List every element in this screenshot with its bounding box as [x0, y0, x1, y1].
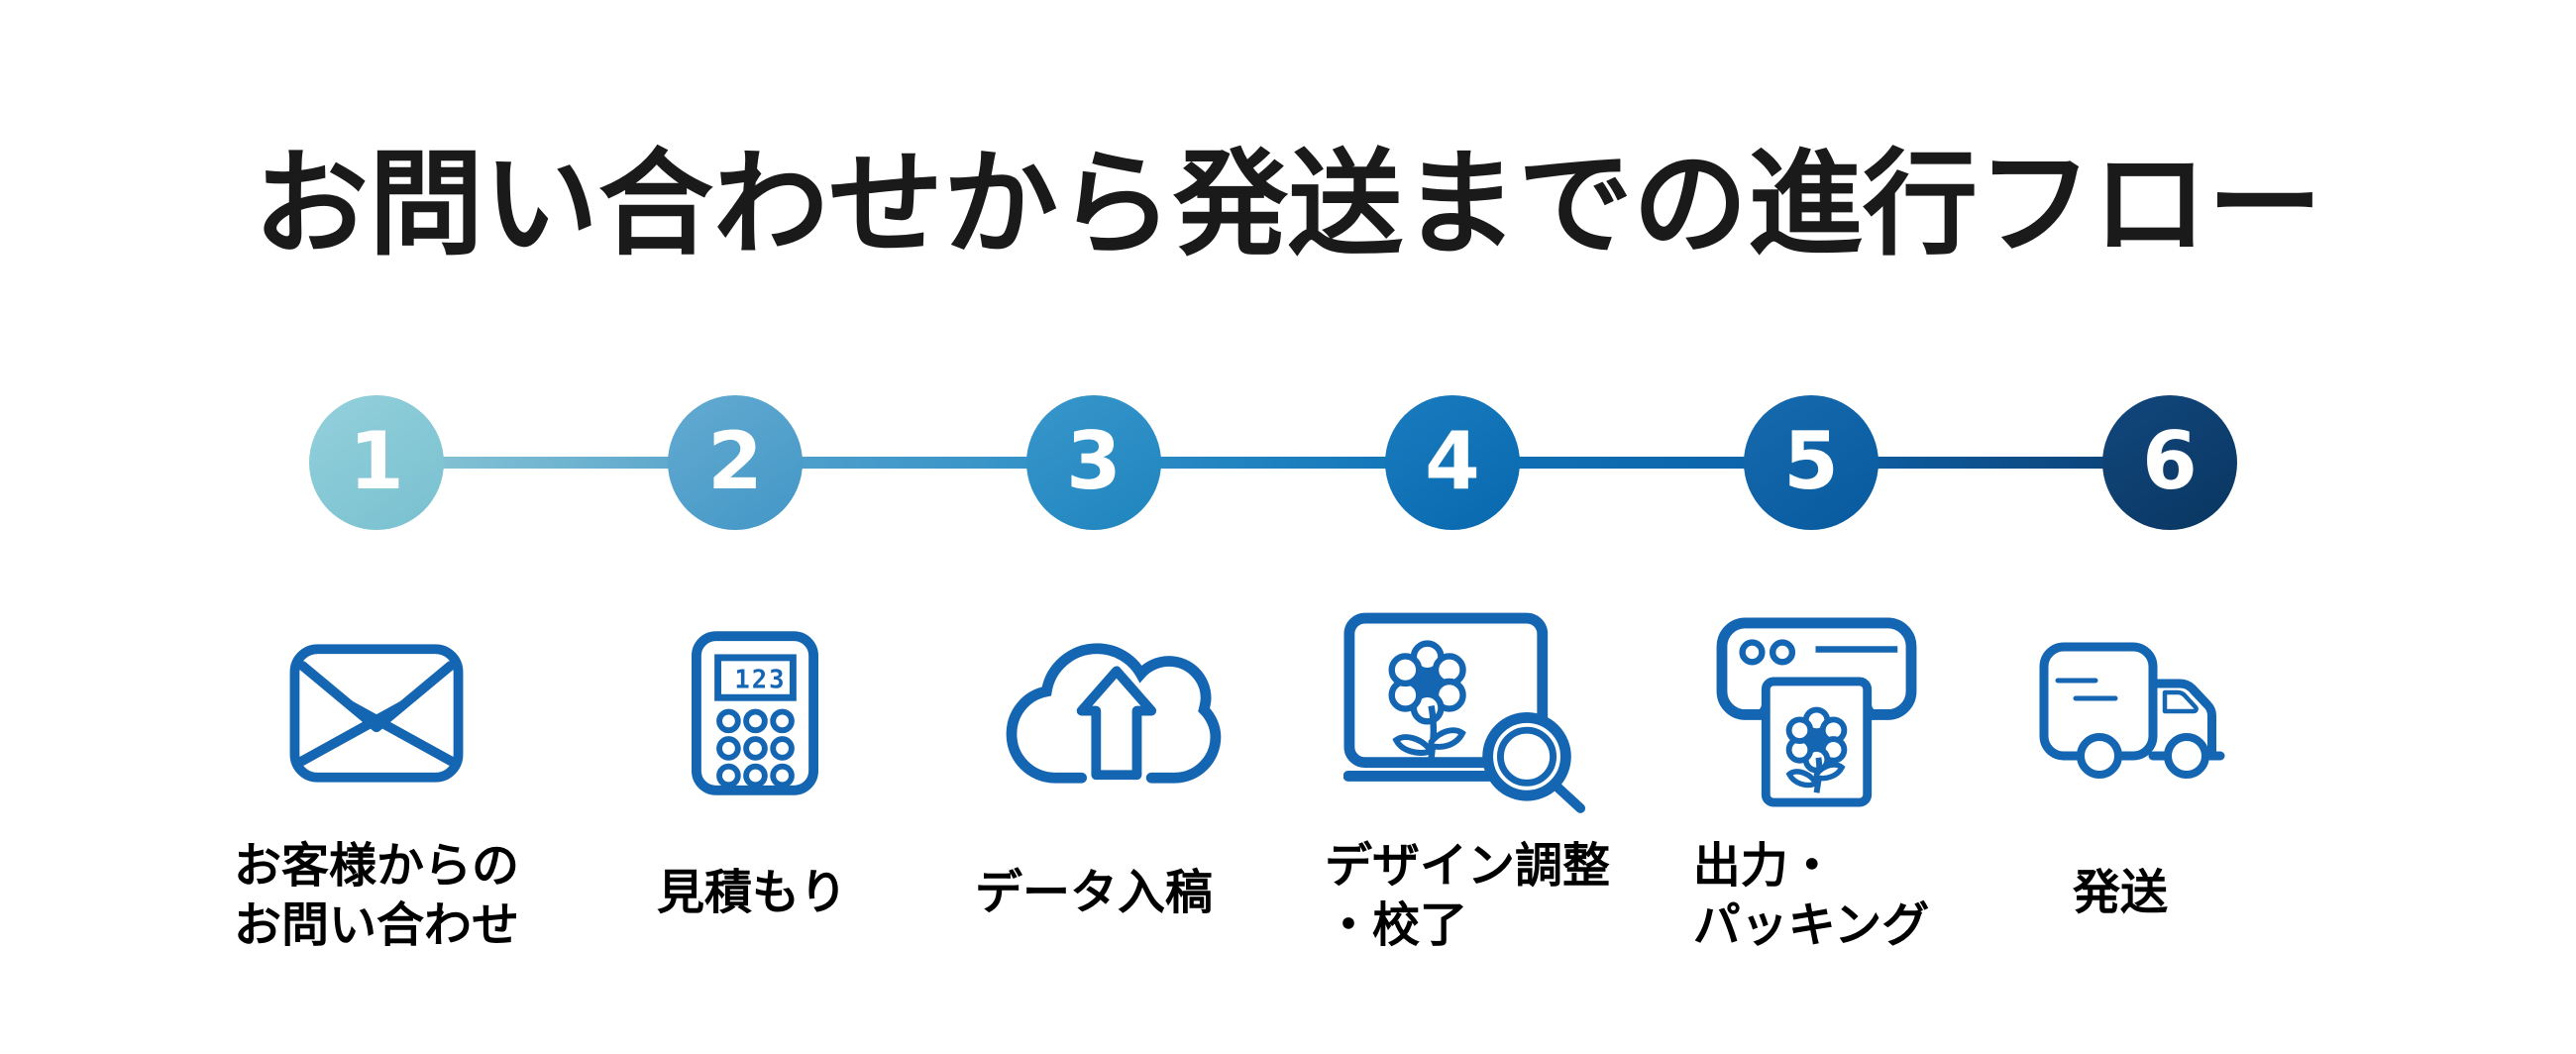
step-1-label-line2: お問い合わせ: [233, 899, 519, 952]
process-flow: 1 お客様からのお問い合わせ 2: [197, 395, 2349, 1054]
flow-step-1: 1 お客様からのお問い合わせ: [197, 395, 556, 1054]
design-check-icon: [1343, 612, 1586, 813]
flow-step-2: 2 123 見積もり: [556, 395, 914, 1054]
step-2-circle: 2: [668, 395, 803, 530]
step-3-icon-wrap: [914, 611, 1273, 814]
envelope-icon: [289, 643, 464, 783]
step-6-icon-wrap: [1990, 611, 2349, 814]
step-3-label: データ入稿: [914, 837, 1273, 923]
cloud-upload-icon: [1006, 642, 1222, 784]
truck-icon: [2039, 642, 2225, 779]
step-1-icon-wrap: [197, 611, 556, 814]
step-1-circle: 1: [309, 395, 444, 530]
step-3-number: 3: [1066, 414, 1122, 507]
step-4-number: 4: [1425, 414, 1480, 507]
step-5-label-line2: パッキング: [1692, 899, 1930, 952]
step-4-icon-wrap: [1273, 611, 1632, 814]
step-3-circle: 3: [1026, 395, 1161, 530]
page-title: お問い合わせから発送までの進行フロー: [254, 140, 2322, 268]
step-6-number: 6: [2142, 414, 2198, 507]
step-6-circle: 6: [2102, 395, 2237, 530]
flow-step-3: 3 データ入稿: [914, 395, 1273, 1054]
flow-step-4: 4: [1273, 395, 1632, 1054]
step-6-label-line1: 発送: [2072, 867, 2168, 919]
step-5-number: 5: [1783, 414, 1839, 507]
step-2-number: 2: [707, 414, 763, 507]
step-2-icon-wrap: 123: [556, 611, 914, 814]
calculator-display-text: 123: [734, 665, 786, 694]
step-1-label: お客様からのお問い合わせ: [197, 837, 556, 956]
step-4-label-line2: ・校了: [1324, 899, 1467, 952]
flow-connector-line: [376, 457, 2170, 469]
step-5-icon-wrap: [1632, 611, 1990, 814]
printer-icon: [1716, 617, 1916, 807]
flow-step-6: 6 発送: [1990, 395, 2349, 1054]
flow-step-5: 5: [1632, 395, 1990, 1054]
step-1-number: 1: [349, 414, 404, 507]
step-4-circle: 4: [1385, 395, 1520, 530]
step-4-label: デザイン調整・校了: [1273, 837, 1632, 956]
calculator-icon: 123: [692, 630, 818, 795]
step-5-label: 出力・パッキング: [1632, 837, 1990, 956]
step-4-label-line1: デザイン調整: [1324, 840, 1610, 893]
step-5-label-line1: 出力・: [1692, 840, 1836, 893]
step-3-label-line1: データ入稿: [974, 867, 1213, 919]
step-5-circle: 5: [1744, 395, 1878, 530]
step-1-label-line1: お客様からの: [233, 840, 519, 893]
step-2-label-line1: 見積もり: [656, 867, 847, 919]
step-2-label: 見積もり: [556, 837, 914, 923]
step-6-label: 発送: [1990, 837, 2349, 923]
